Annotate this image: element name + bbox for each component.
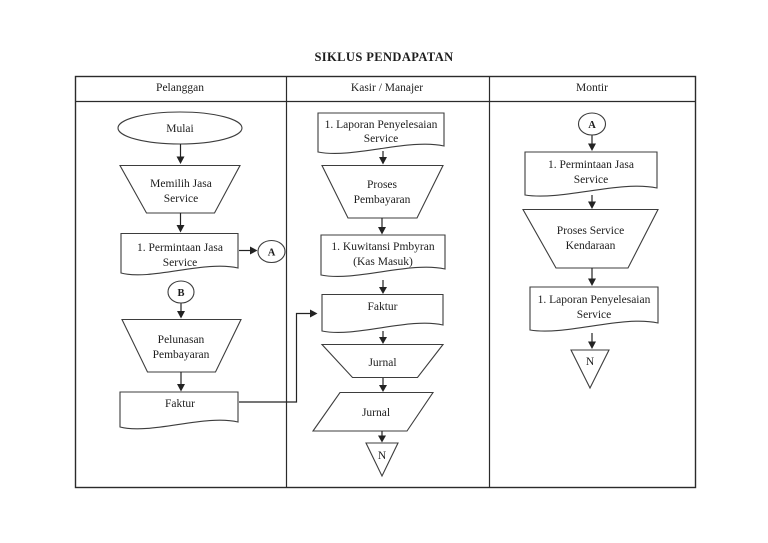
flow-arrowhead xyxy=(379,337,387,344)
flow-arrowhead xyxy=(176,156,185,164)
document-faktur-kasir xyxy=(321,293,444,333)
flow-arrowhead xyxy=(588,143,596,151)
kuwitansi-label-2: (Kas Masuk) xyxy=(353,256,413,268)
flow-arrowhead xyxy=(176,225,185,233)
flow-arrowhead xyxy=(177,311,185,319)
faktur-kasir-label: Faktur xyxy=(367,301,397,313)
flow-arrowhead xyxy=(379,385,387,392)
laporan-kasir-label-2: Service xyxy=(364,133,398,145)
jurnal-output-label: Jurnal xyxy=(362,407,390,419)
manual-op-proses-pembayaran xyxy=(321,164,444,219)
manual-op-proses-service xyxy=(522,208,659,269)
flow-arrowhead xyxy=(378,435,386,443)
flow-arrowhead xyxy=(378,227,386,235)
flow-arrowhead xyxy=(588,278,596,286)
pelunasan-label-2: Pembayaran xyxy=(153,349,210,361)
proses-service-label-1: Proses Service xyxy=(557,225,624,237)
onpage-connector-a xyxy=(257,239,286,264)
diagram-title: SIKLUS PENDAPATAN xyxy=(314,50,453,64)
memilih-label-2: Service xyxy=(164,193,198,205)
manual-op-memilih-jasa xyxy=(119,164,241,214)
document-permintaan-montir xyxy=(524,151,658,197)
laporan-montir-label-2: Service xyxy=(577,309,611,321)
lane-header-montir: Montir xyxy=(576,82,608,94)
io-jurnal xyxy=(311,391,435,432)
flow-arrowhead xyxy=(588,341,596,349)
archive-n-kasir-label: N xyxy=(378,450,387,462)
connector-line-faktur xyxy=(239,312,310,403)
onpage-connector-b-label: B xyxy=(177,288,184,299)
flow-arrowhead xyxy=(588,201,596,209)
manual-op-jurnal xyxy=(320,343,445,379)
terminator-mulai-label: Mulai xyxy=(166,123,193,135)
flow-arrowhead xyxy=(177,384,185,392)
proses-service-label-2: Kendaraan xyxy=(566,240,616,252)
permintaan-label-1: 1. Permintaan Jasa xyxy=(137,242,223,254)
flow-arrowhead xyxy=(379,287,387,294)
permintaan-montir-label-2: Service xyxy=(574,174,608,186)
lane-header-kasir: Kasir / Manajer xyxy=(351,82,423,94)
laporan-kasir-label-1: 1. Laporan Penyelesaian xyxy=(325,119,438,131)
permintaan-montir-label-1: 1. Permintaan Jasa xyxy=(548,159,634,171)
archive-n-montir-label: N xyxy=(586,356,595,368)
lane-header-pelanggan: Pelanggan xyxy=(156,82,204,94)
onpage-connector-a-label: A xyxy=(268,248,276,259)
document-laporan-montir xyxy=(529,286,659,332)
document-kuwitansi xyxy=(320,234,446,277)
archive-n-kasir xyxy=(365,442,399,478)
faktur-pelanggan-label: Faktur xyxy=(165,398,195,410)
connector-arrowhead xyxy=(310,309,318,318)
onpage-connector-a-montir xyxy=(577,112,607,136)
swimlane-table-border xyxy=(74,75,697,489)
proses-pembayaran-label-2: Pembayaran xyxy=(354,194,411,206)
archive-n-montir xyxy=(570,349,610,390)
kuwitansi-label-1: 1. Kuwitansi Pmbyran xyxy=(331,241,434,253)
document-laporan-kasir xyxy=(317,112,445,154)
permintaan-label-2: Service xyxy=(163,257,197,269)
proses-pembayaran-label-1: Proses xyxy=(367,179,398,191)
onpage-connector-b xyxy=(167,280,195,304)
jurnal-manual-label: Jurnal xyxy=(368,357,396,369)
memilih-label-1: Memilih Jasa xyxy=(150,178,212,190)
manual-op-pelunasan xyxy=(121,318,242,373)
flow-arrowhead xyxy=(379,157,387,165)
document-permintaan-jasa xyxy=(120,232,239,276)
pelunasan-label-1: Pelunasan xyxy=(158,334,205,346)
laporan-montir-label-1: 1. Laporan Penyelesaian xyxy=(538,294,651,306)
onpage-connector-a-montir-label: A xyxy=(588,120,596,131)
document-faktur-pelanggan xyxy=(119,391,239,430)
flow-arrowhead xyxy=(250,246,258,255)
